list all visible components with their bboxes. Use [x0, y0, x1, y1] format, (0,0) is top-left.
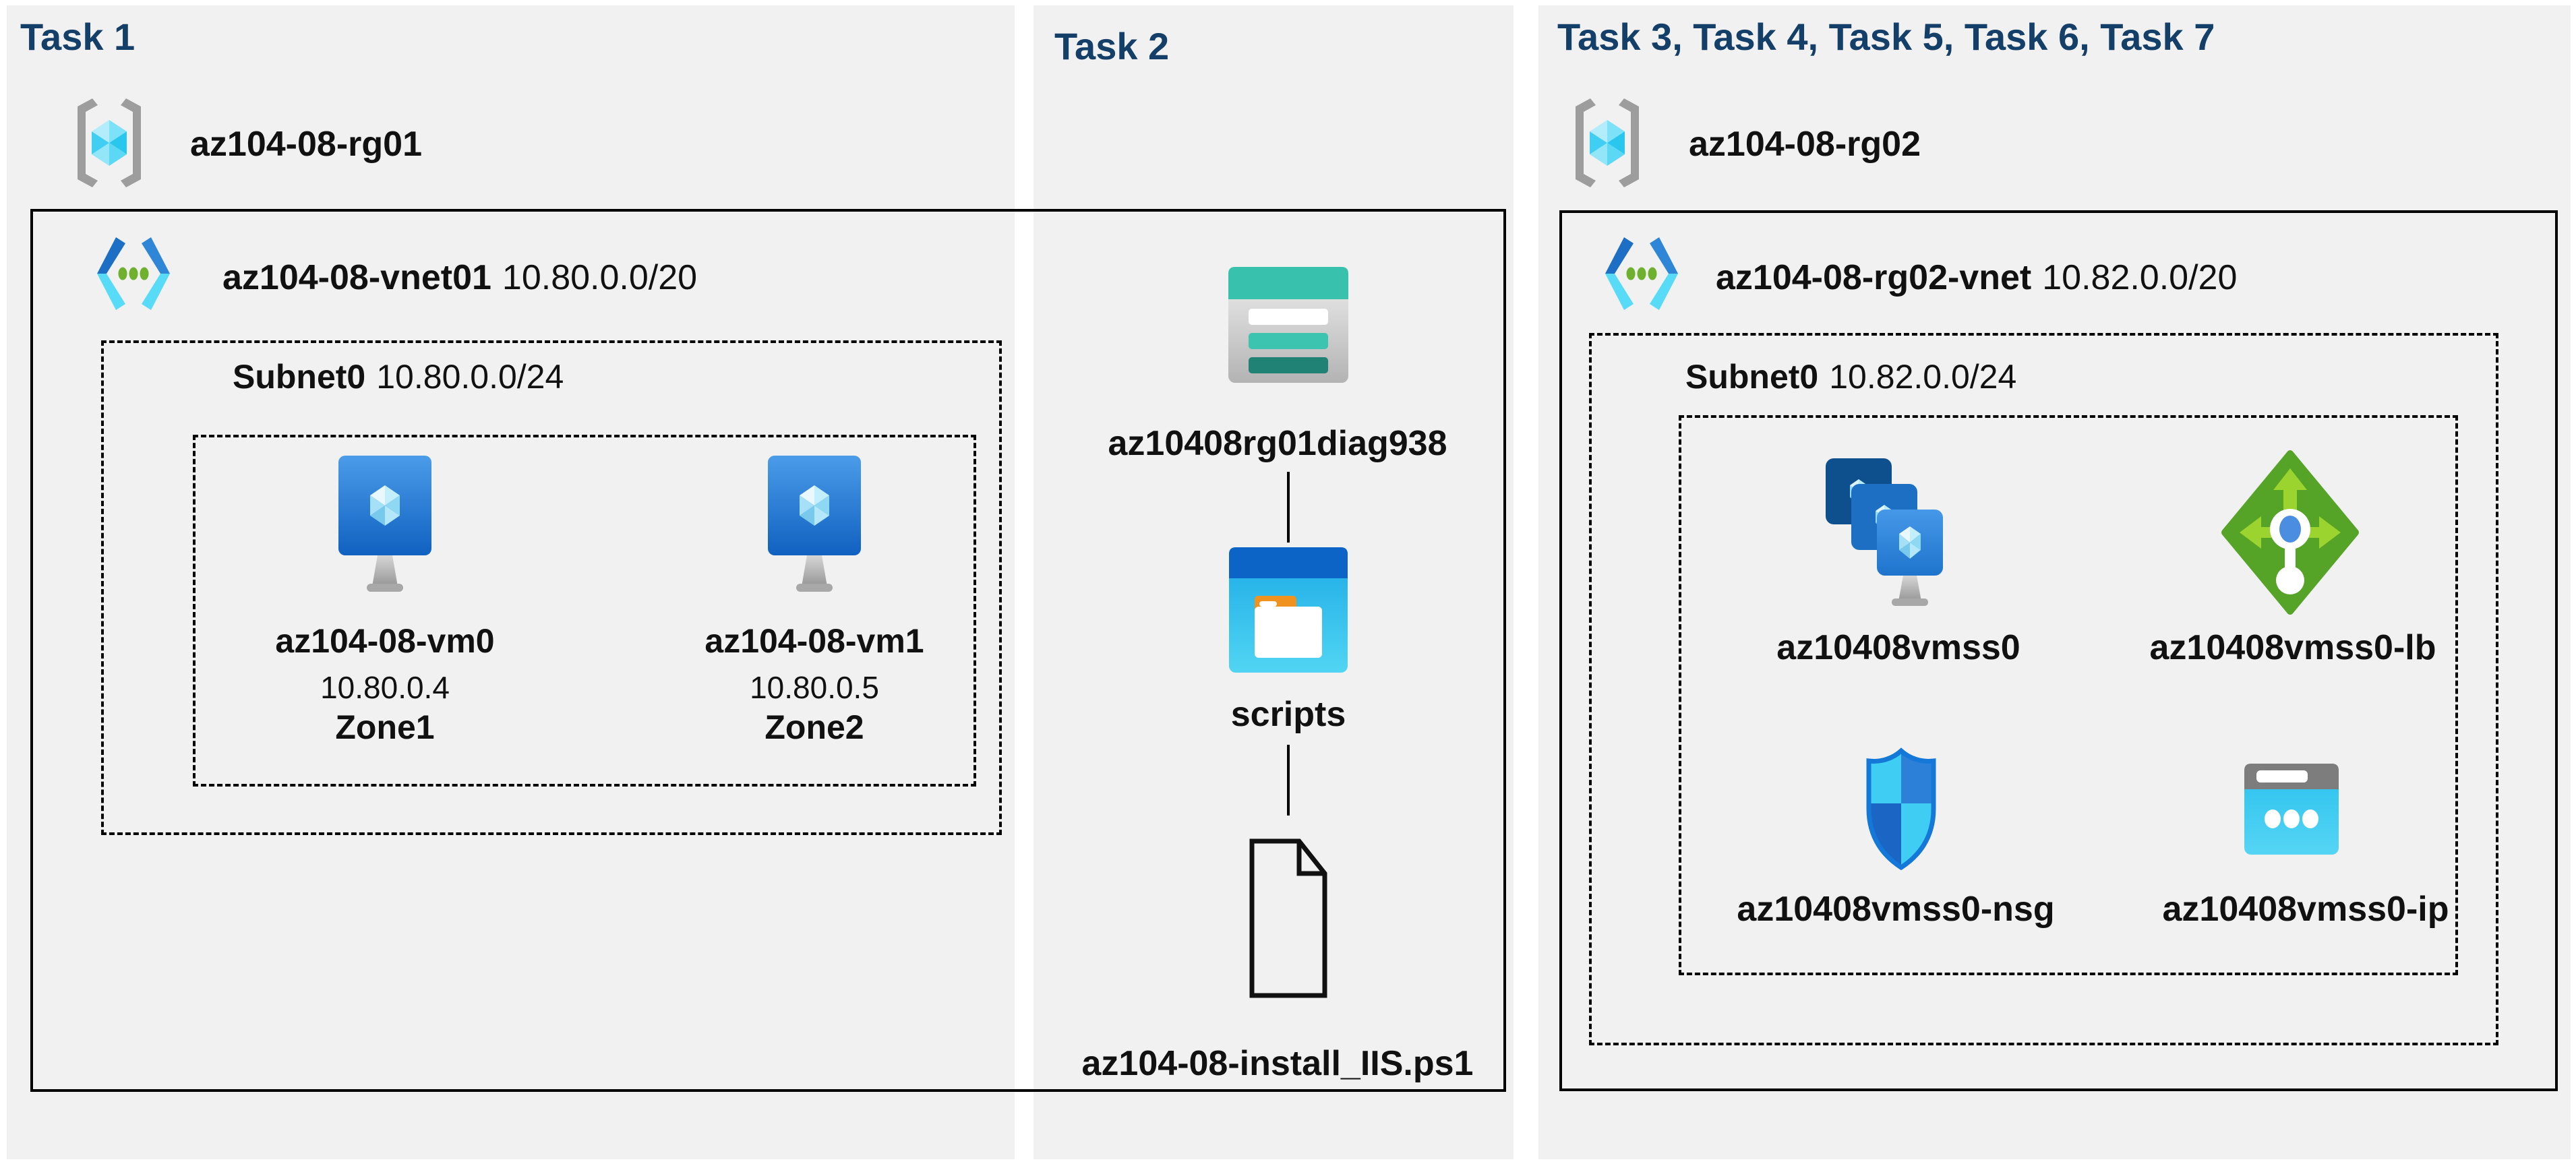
subnet-label: Subnet0 10.82.0.0/24 — [1685, 357, 2016, 396]
vnet-cidr: 10.80.0.0/20 — [502, 258, 698, 297]
vm-scale-set-icon — [1826, 458, 1943, 606]
task1-header: Task 1 — [20, 16, 136, 58]
vm-name-label: az104-08-vm0 — [275, 622, 495, 660]
public-ip-icon — [2244, 764, 2339, 855]
nsg-label: az10408vmss0-nsg — [1737, 890, 2055, 929]
vnet-label: az104-08-vnet01 10.80.0.0/20 — [222, 257, 697, 298]
ps1-file-icon — [1249, 838, 1327, 998]
load-balancer-label: az10408vmss0-lb — [2149, 628, 2436, 667]
task1-panel — [7, 5, 1015, 1159]
ps1-file-label: az104-08-install_IIS.ps1 — [1081, 1044, 1474, 1083]
vm-name-label: az104-08-vm1 — [705, 622, 924, 660]
resource-group-label: az104-08-rg02 — [1689, 125, 1921, 164]
vmss-resources-box — [1679, 415, 2458, 975]
task3-header: Task 3, Task 4, Task 5, Task 6, Task 7 — [1557, 16, 2215, 58]
vnet-name: az104-08-rg02-vnet — [1716, 258, 2032, 297]
vnet-name: az104-08-vnet01 — [222, 258, 491, 297]
resource-group-label: az104-08-rg01 — [190, 125, 422, 164]
storage-account-icon — [1228, 267, 1348, 383]
subnet-cidr: 10.82.0.0/24 — [1829, 358, 2017, 396]
subnet1-box — [101, 340, 1002, 835]
storage-account-label: az10408rg01diag938 — [1108, 424, 1447, 463]
virtual-machine-icon — [338, 456, 431, 592]
vnet1-box — [30, 209, 1506, 1092]
blob-container-icon — [1229, 547, 1348, 673]
vmss-label: az10408vmss0 — [1776, 628, 2020, 667]
network-security-group-icon — [1866, 747, 1936, 871]
vnet2-box — [1559, 210, 2558, 1091]
vm-zone-label: Zone2 — [765, 708, 864, 746]
vm-zone-label: Zone1 — [335, 708, 435, 746]
container-label: scripts — [1230, 695, 1346, 734]
vnet-label: az104-08-rg02-vnet 10.82.0.0/20 — [1716, 257, 2237, 298]
virtual-network-icon — [1605, 237, 1678, 310]
resource-group-icon — [1576, 98, 1639, 187]
availability-zone-box — [193, 435, 976, 787]
subnet2-box — [1589, 333, 2498, 1045]
subnet-label: Subnet0 10.80.0.0/24 — [233, 357, 564, 396]
resource-group-icon — [78, 98, 141, 187]
public-ip-label: az10408vmss0-ip — [2162, 890, 2449, 929]
load-balancer-icon — [2221, 450, 2359, 615]
virtual-network-icon — [97, 237, 170, 310]
subnet-cidr: 10.80.0.0/24 — [376, 358, 564, 396]
virtual-machine-icon — [768, 456, 861, 592]
vm-ip-label: 10.80.0.4 — [320, 670, 450, 705]
subnet-name: Subnet0 — [233, 358, 366, 396]
vm-ip-label: 10.80.0.5 — [750, 670, 879, 705]
connector-line — [1287, 472, 1290, 543]
task2-header: Task 2 — [1054, 25, 1170, 67]
vnet-cidr: 10.82.0.0/20 — [2042, 258, 2238, 297]
task3-panel — [1538, 5, 2571, 1159]
subnet-name: Subnet0 — [1685, 358, 1819, 396]
connector-line — [1287, 745, 1290, 816]
